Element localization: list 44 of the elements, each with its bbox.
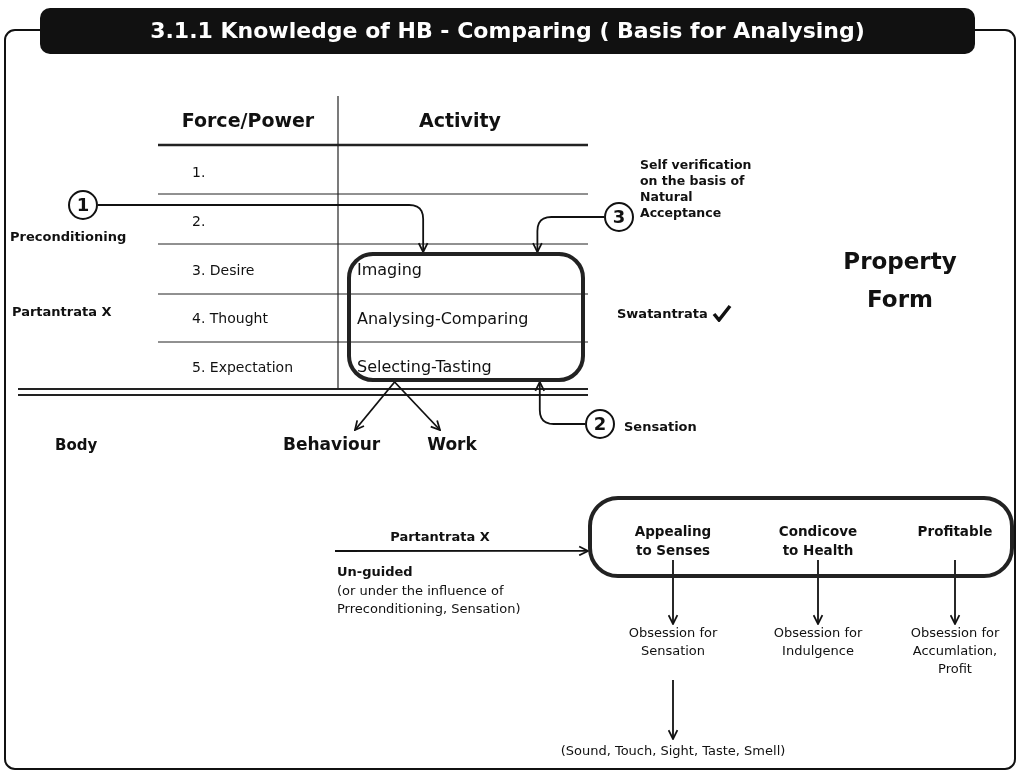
row-label: 3. Desire	[192, 261, 255, 279]
body-label: Body	[55, 436, 98, 455]
quality-label: Condicove to Health	[772, 522, 864, 560]
column-header: Force/Power	[180, 109, 316, 132]
outcome-label: Behaviour	[283, 434, 379, 458]
arrow	[534, 381, 586, 425]
row-label: 1.	[192, 163, 206, 181]
arrow	[532, 216, 605, 253]
arrow	[949, 559, 961, 625]
node-caption: Preconditioning	[10, 229, 128, 245]
arrow	[354, 381, 396, 431]
column-header: Activity	[418, 109, 502, 132]
property-form-heading: Property Form	[842, 247, 958, 314]
side-label: Swatantrata	[617, 305, 708, 322]
row-label: 4. Thought	[192, 309, 268, 327]
activity-text: Selecting-Tasting	[357, 357, 492, 376]
obsession-label: Obsession for Accumlation, Profit	[905, 624, 1005, 698]
number-circle: 1	[68, 190, 98, 220]
activity-text: Imaging	[357, 260, 422, 279]
guidance-label: Un-guided	[337, 563, 413, 580]
number-circle: 3	[604, 202, 634, 232]
activity-box	[347, 252, 585, 382]
arrow	[393, 381, 441, 431]
obsession-label: Obsession for Sensation	[623, 624, 723, 680]
quality-box	[588, 496, 1014, 578]
quality-label: Appealing to Senses	[627, 522, 719, 560]
quality-label: Profitable	[909, 522, 1001, 560]
node-caption: Self verification on the basis of Natural Acceptance	[640, 157, 753, 221]
activity-text: Analysing-Comparing	[357, 308, 529, 328]
senses-note: (Sound, Touch, Sight, Taste, Smell)	[520, 743, 826, 763]
guidance-note: (or under the influence of Prreconditioning, Sensation)	[337, 582, 522, 618]
title-banner: 3.1.1 Knowledge of HB - Comparing ( Basis for Analysing)	[40, 8, 975, 54]
node-caption: Sensation	[624, 419, 698, 435]
obsession-label: Obsession for Indulgence	[768, 624, 868, 680]
arrow	[97, 204, 429, 253]
arrow	[334, 545, 589, 557]
arrow	[667, 679, 679, 740]
number-circle: 2	[585, 409, 615, 439]
row-label: 5. Expectation	[192, 358, 294, 376]
arrow	[812, 559, 824, 625]
side-label: Partantrata X	[12, 303, 112, 320]
outcome-label: Work	[422, 434, 482, 458]
row-label: 2.	[192, 212, 206, 230]
arrow	[667, 559, 679, 625]
